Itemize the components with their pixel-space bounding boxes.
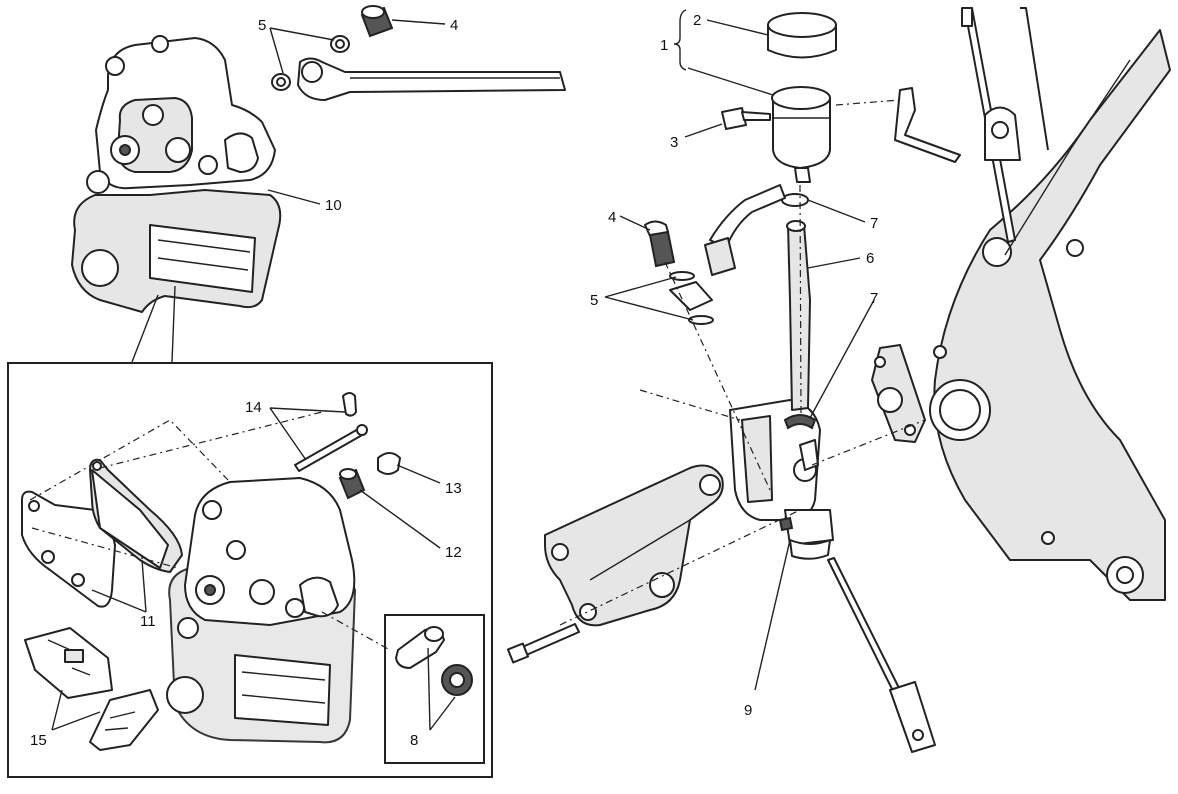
callout-6: 6 xyxy=(866,250,874,267)
callout-9: 9 xyxy=(744,702,752,719)
callout-5-right: 5 xyxy=(590,292,598,309)
callout-2: 2 xyxy=(693,12,701,29)
callout-12: 12 xyxy=(445,544,462,561)
callout-labels: 1 2 3 4 5 6 7 7 9 5 4 10 14 13 12 11 8 1… xyxy=(30,12,878,749)
callout-7-lower: 7 xyxy=(870,290,878,307)
callout-13: 13 xyxy=(445,480,462,497)
callout-10: 10 xyxy=(325,197,342,214)
callout-4-right: 4 xyxy=(608,209,616,226)
callout-7-upper: 7 xyxy=(870,215,878,232)
callout-3: 3 xyxy=(670,134,678,151)
leader-lines xyxy=(51,9,875,731)
inset-pointer xyxy=(131,285,176,363)
frame-section xyxy=(929,7,1171,601)
alignment-lines xyxy=(559,99,926,626)
callout-15: 15 xyxy=(30,732,47,749)
callout-14: 14 xyxy=(245,399,262,416)
callout-5-top: 5 xyxy=(258,17,266,34)
caliper-assembly xyxy=(71,5,566,313)
pad-detail-inset xyxy=(7,362,493,778)
footrest-bracket xyxy=(506,464,724,664)
callout-4-top: 4 xyxy=(450,17,458,34)
callout-1: 1 xyxy=(660,37,668,54)
master-cylinder xyxy=(644,12,961,753)
callout-8: 8 xyxy=(410,732,418,749)
callout-11: 11 xyxy=(140,613,156,630)
